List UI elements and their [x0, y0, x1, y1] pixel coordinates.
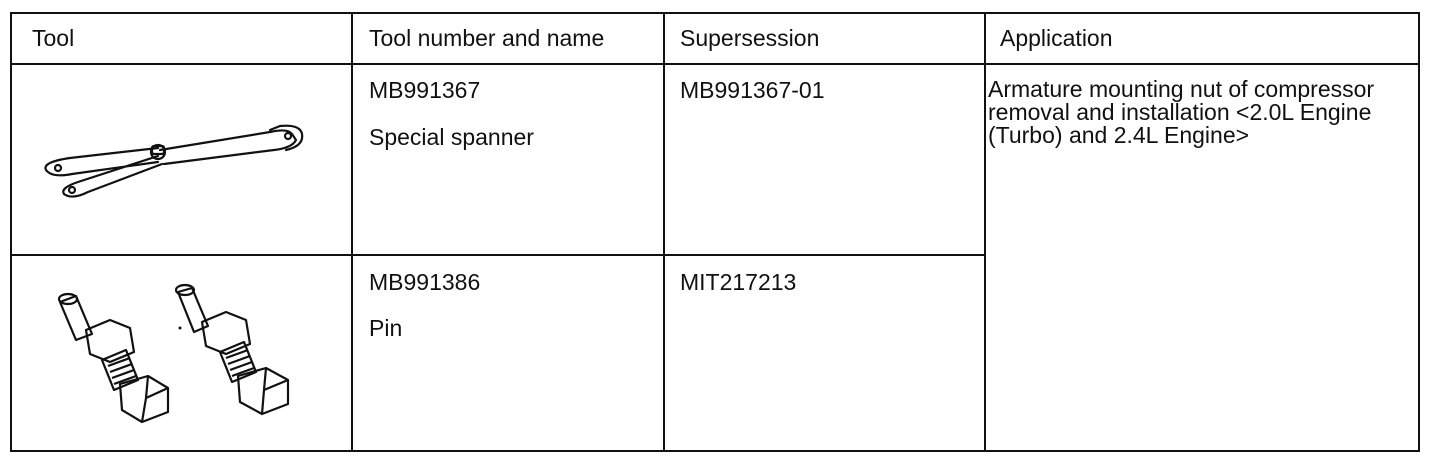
tool-number: MB991386 — [369, 269, 481, 295]
tool-name: Pin — [369, 315, 403, 341]
application-text: Armature mounting nut of compressor remo… — [988, 76, 1375, 148]
header-tool: Tool — [32, 25, 75, 51]
special-spanner-icon — [44, 124, 304, 198]
supersession-value: MB991367-01 — [680, 77, 825, 103]
header-supersession: Supersession — [680, 25, 820, 51]
column-divider-3 — [984, 14, 986, 450]
pin-icon — [57, 283, 290, 424]
header-divider — [12, 63, 1418, 65]
tool-name: Special spanner — [369, 124, 534, 150]
column-divider-2 — [663, 14, 665, 450]
supersession-value: MIT217213 — [680, 269, 797, 295]
header-tool-number-and-name: Tool number and name — [369, 25, 605, 51]
tools-table — [10, 12, 1420, 452]
tool-number: MB991367 — [369, 77, 481, 103]
row-divider — [12, 254, 986, 256]
column-divider-1 — [351, 14, 353, 450]
header-application: Application — [1000, 25, 1113, 51]
